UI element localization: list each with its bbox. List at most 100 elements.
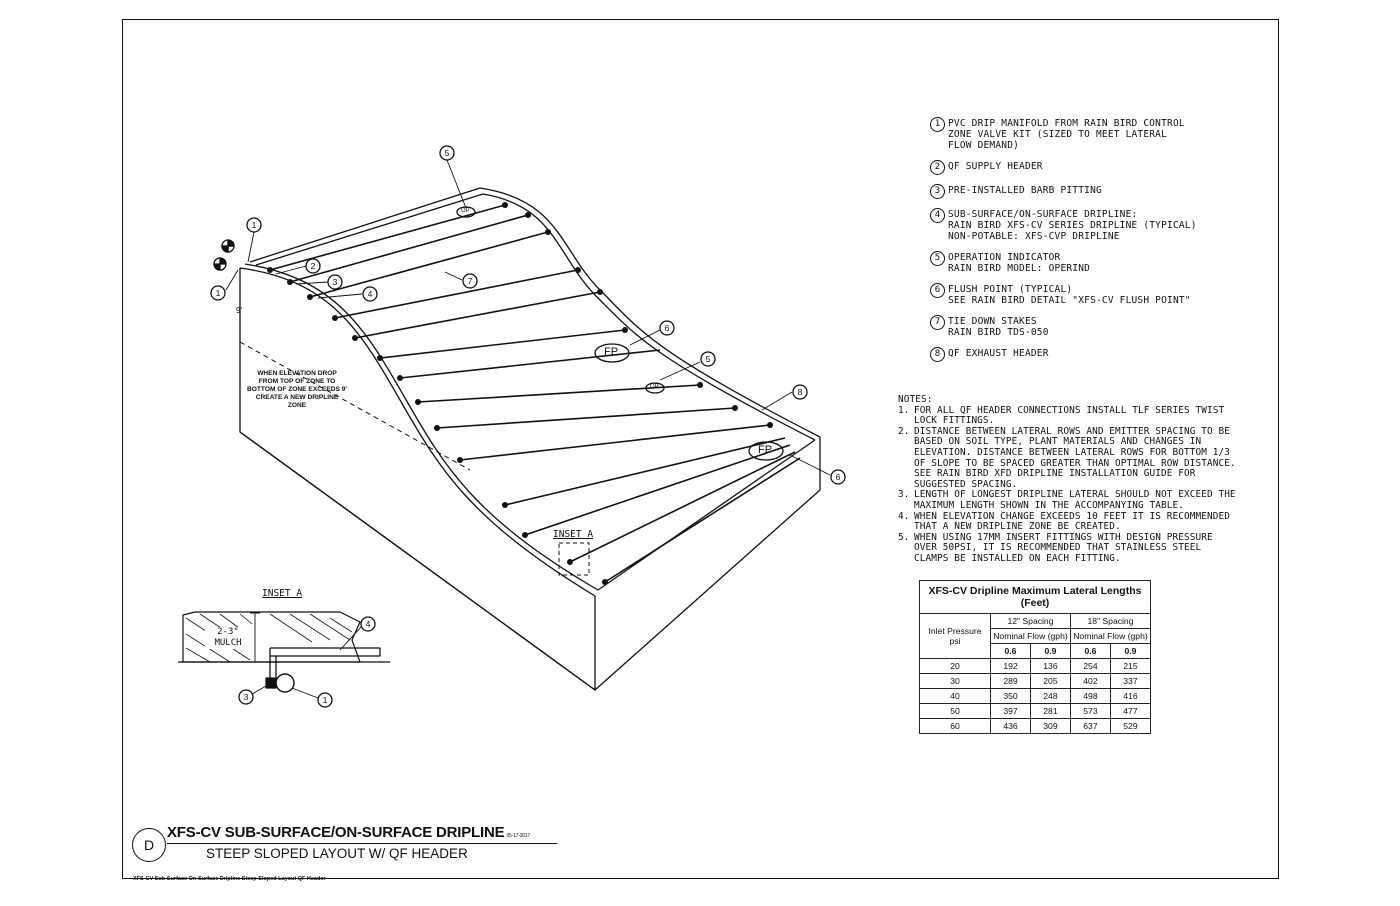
note-item: 5. WHEN USING 17MM INSERT FITTINGS WITH … (898, 531, 1238, 565)
dripline-laterals (269, 204, 801, 583)
table-cell: 50 (919, 703, 991, 719)
table-cell: 397 (990, 703, 1031, 719)
note-text: WHEN ELEVATION CHANGE EXCEEDS 10 FEET IT… (914, 510, 1230, 533)
table-cell: 416 (1109, 688, 1152, 704)
table-cell: 281 (1029, 703, 1071, 719)
note-number: 5. (898, 531, 910, 543)
note-number: 2. (898, 425, 910, 437)
callout-1-bottom: 1 (216, 288, 221, 298)
legend-text: QF EXHAUST HEADER (948, 348, 1049, 359)
spacing-12-header: 12" Spacing (990, 613, 1071, 629)
legend-number: 3 (930, 184, 945, 199)
note-item: 3. LENGTH OF LONGEST DRIPLINE LATERAL SH… (898, 489, 1238, 511)
detail-letter: D (132, 828, 166, 862)
table-cell: 248 (1029, 688, 1071, 704)
legend-item: 1 PVC DRIP MANIFOLD FROM RAIN BIRD CONTR… (930, 117, 1250, 151)
callout-8: 8 (798, 387, 803, 397)
table-cell: 205 (1029, 673, 1071, 689)
flush-point-label-top: FP (604, 346, 619, 358)
table-cell: 337 (1109, 673, 1152, 689)
table-row: Inlet Pressure psi 12" Spacing 18" Spaci… (919, 613, 1152, 659)
table-cell: 192 (990, 658, 1031, 674)
table-cell: 136 (1029, 658, 1071, 674)
table-row: 50 397 281 573 477 (919, 703, 1152, 719)
slope-block-bottom-edge (239, 431, 596, 691)
callout-2: 2 (311, 261, 316, 271)
table-title: XFS-CV Dripline Maximum Lateral Lengths … (919, 580, 1151, 614)
detail-subtitle: STEEP SLOPED LAYOUT W/ QF HEADER (206, 846, 468, 861)
legend-item: 3 PRE-INSTALLED BARB PITTING (930, 184, 1250, 199)
slope-block-front-face (594, 437, 821, 691)
note-text: LENGTH OF LONGEST DRIPLINE LATERAL SHOUL… (914, 489, 1236, 511)
note-item: 4. WHEN ELEVATION CHANGE EXCEEDS 10 FEET… (898, 510, 1238, 533)
detail-date: 05-17-2017 (506, 833, 531, 839)
note-number: 4. (898, 510, 910, 522)
table-cell: 477 (1109, 703, 1152, 719)
inset-a-title: INSET A (262, 588, 303, 599)
inset-callout-1: 1 (323, 695, 328, 705)
note-number: 3. (898, 489, 910, 501)
legend-text: PRE-INSTALLED BARB PITTING (948, 185, 1102, 196)
op-label-mid: OP (650, 384, 659, 390)
slope-block-left-face (239, 268, 596, 691)
table-title-row: XFS-CV Dripline Maximum Lateral Lengths … (919, 580, 1151, 614)
note-item: 2. DISTANCE BETWEEN LATERAL ROWS AND EMI… (898, 425, 1238, 491)
row-header-label: Inlet Pressure psi (919, 613, 991, 659)
table-cell: 637 (1069, 718, 1111, 734)
file-caption: XFS-CV Sub-Surface On-Surface Dripline S… (133, 876, 326, 882)
flush-point-label-bottom: FP (758, 444, 773, 456)
legend-number: 4 (930, 208, 945, 223)
legend-item: 8 QF EXHAUST HEADER (930, 347, 1250, 362)
flow-value: 0.9 (1029, 643, 1071, 659)
table-cell: 350 (990, 688, 1031, 704)
note-number: 1. (898, 404, 910, 416)
callout-6-bottom: 6 (836, 472, 841, 482)
inset-a-detail (178, 611, 390, 708)
inset-a-marker (558, 542, 590, 576)
table-cell: 215 (1109, 658, 1152, 674)
legend-number: 8 (930, 347, 945, 362)
max-lateral-lengths-table: XFS-CV Dripline Maximum Lateral Lengths … (919, 580, 1152, 734)
slope-far-edge-inner (255, 193, 816, 441)
op-label-top: OP (461, 208, 470, 214)
table-cell: 529 (1109, 718, 1152, 734)
table-cell: 402 (1069, 673, 1111, 689)
callout-4: 4 (368, 289, 373, 299)
table-row: 30 289 205 402 337 (919, 673, 1152, 689)
table-cell: 289 (990, 673, 1031, 689)
elevation-note: WHEN ELEVATION DROP FROM TOP OF ZONE TO … (247, 370, 347, 409)
drawing-sheet-border (122, 19, 1279, 879)
nine-foot-dimension: 9' (236, 306, 242, 315)
table-cell: 254 (1069, 658, 1111, 674)
legend-item: 4 SUB-SURFACE/ON-SURFACE DRIPLINE: RAIN … (930, 208, 1250, 242)
legend-number: 1 (930, 117, 945, 132)
inset-callout-3: 3 (244, 692, 249, 702)
table-row: 20 192 136 254 215 (919, 658, 1152, 674)
table-row: Nominal Flow (gph) Nominal Flow (gph) (920, 628, 1152, 644)
hidden-line (239, 341, 471, 471)
mulch-depth-label: 2-3" MULCH (205, 627, 251, 649)
flow-value: 0.9 (1109, 643, 1152, 659)
legend-text: PVC DRIP MANIFOLD FROM RAIN BIRD CONTROL… (948, 118, 1185, 151)
flow-value: 0.6 (990, 643, 1031, 659)
legend: 1 PVC DRIP MANIFOLD FROM RAIN BIRD CONTR… (930, 117, 1250, 372)
table-cell: 498 (1069, 688, 1111, 704)
slope-near-edge (239, 267, 596, 597)
table-cell: 436 (990, 718, 1031, 734)
nominal-flow-header: Nominal Flow (gph) (1069, 628, 1152, 644)
legend-number: 5 (930, 251, 945, 266)
note-item: 1. FOR ALL QF HEADER CONNECTIONS INSTALL… (898, 404, 1238, 427)
legend-item: 7 TIE DOWN STAKES RAIN BIRD TDS-050 (930, 315, 1250, 338)
table-cell: 309 (1029, 718, 1071, 734)
note-text: DISTANCE BETWEEN LATERAL ROWS AND EMITTE… (914, 425, 1236, 490)
callout-5-top: 5 (445, 148, 450, 158)
legend-number: 6 (930, 283, 945, 298)
note-text: FOR ALL QF HEADER CONNECTIONS INSTALL TL… (914, 404, 1225, 427)
callout-6-top: 6 (665, 323, 670, 333)
notes: NOTES: 1. FOR ALL QF HEADER CONNECTIONS … (898, 394, 1238, 565)
legend-text: OPERATION INDICATOR RAIN BIRD MODEL: OPE… (948, 252, 1091, 274)
legend-text: TIE DOWN STAKES RAIN BIRD TDS-050 (948, 316, 1049, 338)
callout-1-top: 1 (252, 220, 257, 230)
table-cell: 20 (919, 658, 991, 674)
